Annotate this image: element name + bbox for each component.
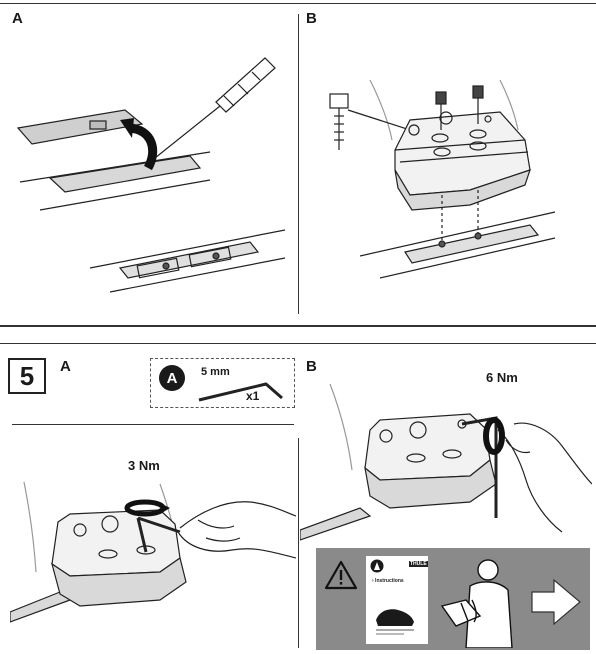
booklet-car-icon [376, 609, 414, 635]
figure-foot-bolts [300, 20, 592, 320]
panel-label-step-a: A [60, 358, 71, 375]
warning-icon [324, 560, 358, 590]
step-number: 5 [8, 358, 46, 394]
panel-label-step-b: B [306, 358, 317, 375]
figure-pad-removal [10, 20, 295, 320]
booklet-badge-icon [370, 559, 384, 573]
top-divider [298, 14, 299, 314]
left-subrule [12, 424, 294, 425]
top-border [0, 3, 596, 4]
tool-size: 5 mm [201, 366, 230, 378]
tool-badge-letter: A [167, 370, 178, 387]
section-divider [0, 325, 596, 327]
panel-label-top-b: B [306, 10, 317, 27]
booklet-brand: THULE [409, 561, 428, 567]
hex-key-icon [198, 382, 283, 402]
next-arrow-icon [531, 578, 581, 626]
reading-person-icon [440, 559, 513, 648]
figure-tighten-right [300, 380, 592, 542]
booklet-title: › Instructions [372, 578, 404, 584]
figure-tighten-left [10, 472, 296, 648]
panel-label-top-a: A [12, 10, 23, 27]
step-header-rule [0, 343, 596, 344]
torque-value-right: 6 Nm [486, 370, 518, 385]
tool-badge-icon: A [159, 365, 185, 391]
tool-quantity: x1 [246, 389, 260, 403]
bottom-divider [298, 438, 299, 648]
torque-value-left: 3 Nm [128, 458, 160, 473]
tool-requirement-box [150, 358, 295, 408]
